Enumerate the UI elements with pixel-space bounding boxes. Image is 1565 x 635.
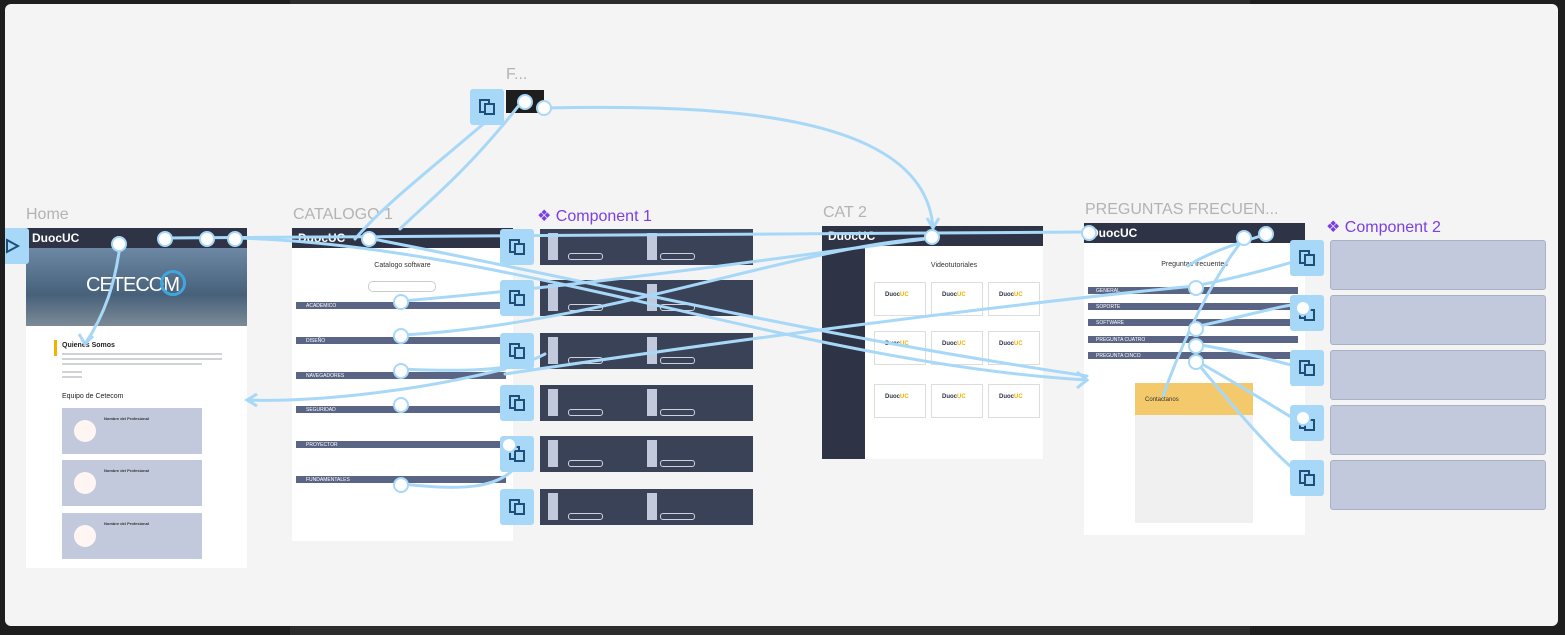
connection-node[interactable] (501, 437, 517, 453)
connection-node[interactable] (1188, 354, 1204, 370)
catalog-title: Catalogo software (374, 262, 431, 269)
about-heading: Quienes Somos (62, 342, 115, 349)
category-label: FUNDAMENTALES (306, 477, 350, 483)
connection-node[interactable] (393, 477, 409, 493)
connection-node[interactable] (361, 231, 377, 247)
faq-section: SOPORTE (1088, 303, 1298, 310)
faq-section-label: PREGUNTA CUATRO (1096, 337, 1146, 343)
card-title: Nombre del Profesional (104, 468, 149, 473)
connection-node[interactable] (924, 229, 940, 245)
card-title: Nombre del Profesional (104, 416, 149, 421)
faq-section-label: SOPORTE (1096, 304, 1121, 310)
card-title: Nombre del Profesional (104, 521, 149, 526)
navbar: DuocUC (26, 228, 247, 248)
frame-label-preguntas[interactable]: PREGUNTAS FRECUEN... (1085, 201, 1279, 218)
component-row[interactable] (540, 436, 753, 472)
video-title: Videotutoriales (930, 262, 978, 269)
power-icon (160, 270, 186, 296)
connection-node[interactable] (1258, 226, 1274, 242)
prototype-link-icon[interactable] (500, 436, 534, 472)
faq-title: Preguntas frecuentes (1161, 261, 1228, 268)
connection-node[interactable] (1081, 225, 1097, 241)
home-frame[interactable]: DuocUC CETECOM Quienes Somos Equipo de C… (26, 228, 247, 568)
component-row[interactable] (540, 385, 753, 421)
connection-node[interactable] (1188, 280, 1204, 296)
category-label: SEGURIDAD (306, 407, 336, 413)
faq-component[interactable] (1330, 350, 1546, 400)
video-card: DuocUC (874, 384, 926, 418)
faq-section-label: SOFTWARE (1096, 320, 1125, 326)
avatar (74, 525, 96, 547)
contact-title: Contactanos (1145, 397, 1179, 403)
connection-node[interactable] (111, 236, 127, 252)
video-card: DuocUC (988, 282, 1040, 316)
faq-component[interactable] (1330, 240, 1546, 290)
prototype-link-icon[interactable] (470, 89, 504, 125)
prototype-link-icon[interactable] (500, 229, 534, 265)
prototype-link-icon[interactable] (1290, 460, 1324, 496)
video-card: DuocUC (931, 384, 983, 418)
design-canvas[interactable]: F... Home DuocUC CETECOM Quienes Somos E… (5, 4, 1558, 626)
avatar (74, 420, 96, 442)
connection-node[interactable] (1188, 321, 1204, 337)
faq-section-label: PREGUNTA CINCO (1096, 353, 1141, 359)
search-input (368, 281, 436, 292)
frame-label-cat2[interactable]: CAT 2 (823, 204, 867, 221)
prototype-link-icon[interactable] (500, 280, 534, 316)
connection-node[interactable] (393, 294, 409, 310)
connection-node[interactable] (393, 328, 409, 344)
frame-label-catalogo[interactable]: CATALOGO 1 (293, 206, 393, 223)
connection-node[interactable] (517, 94, 533, 110)
logo: DuocUC (1090, 226, 1138, 240)
prototype-link-icon[interactable] (500, 489, 534, 525)
play-icon[interactable] (5, 228, 29, 264)
video-card: DuocUC (874, 282, 926, 316)
sidebar (822, 246, 865, 459)
category-label: PROYECTOR (306, 442, 338, 448)
prototype-link-icon[interactable] (500, 333, 534, 369)
connection-node[interactable] (1295, 300, 1311, 316)
faq-component[interactable] (1330, 460, 1546, 510)
video-card: DuocUC (988, 331, 1040, 365)
prototype-connections (77, 102, 1305, 489)
connection-node[interactable] (1236, 230, 1252, 246)
hero-banner: CETECOM (26, 248, 247, 326)
connection-node[interactable] (227, 231, 243, 247)
category-label: DISEÑO (306, 338, 326, 344)
connection-node[interactable] (199, 231, 215, 247)
team-card: Nombre del Profesional (62, 460, 202, 506)
faq-component[interactable] (1330, 295, 1546, 345)
avatar (74, 472, 96, 494)
category-bar: PROYECTOR (296, 441, 506, 448)
prototype-link-icon[interactable] (500, 385, 534, 421)
accent-bar (54, 340, 57, 356)
team-card: Nombre del Profesional (62, 513, 202, 559)
component-label-1[interactable]: ❖ Component 1 (537, 208, 652, 225)
frame-label-flow[interactable]: F... (506, 66, 528, 83)
connection-node[interactable] (157, 231, 173, 247)
logo: DuocUC (32, 231, 80, 245)
faq-section-label: GENERAL (1096, 288, 1120, 294)
connection-node[interactable] (536, 100, 552, 116)
prototype-link-icon[interactable] (1290, 350, 1324, 386)
connection-node[interactable] (1188, 338, 1204, 354)
category-label: NAVEGADORES (306, 373, 345, 379)
prototype-link-icon[interactable] (1290, 240, 1324, 276)
component-row[interactable] (540, 489, 753, 525)
connection-node[interactable] (1295, 410, 1311, 426)
faq-component[interactable] (1330, 405, 1546, 455)
connection-node[interactable] (393, 363, 409, 379)
connection-node[interactable] (393, 397, 409, 413)
component-label-2[interactable]: ❖ Component 2 (1326, 219, 1441, 236)
video-card: DuocUC (988, 384, 1040, 418)
team-card: Nombre del Profesional (62, 408, 202, 454)
team-heading: Equipo de Cetecom (62, 393, 124, 400)
category-label: ACADEMICO (306, 303, 337, 309)
frame-label-home[interactable]: Home (26, 206, 69, 223)
